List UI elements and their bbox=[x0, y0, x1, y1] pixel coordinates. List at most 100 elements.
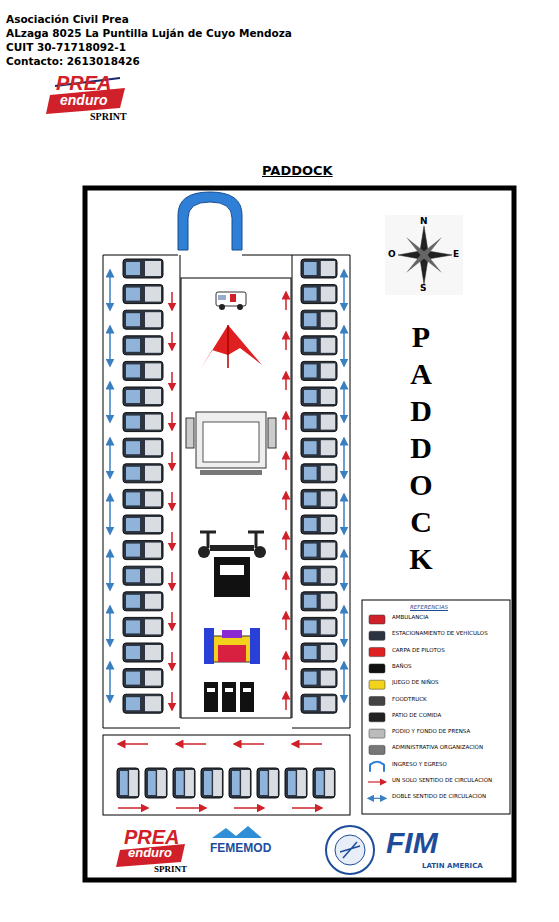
vehicle-roof bbox=[145, 440, 161, 455]
two-way-arrow bbox=[109, 326, 111, 366]
one-way-arrow bbox=[118, 743, 148, 745]
map-label: S bbox=[420, 283, 426, 293]
one-way-arrow bbox=[171, 532, 173, 550]
parking bbox=[117, 259, 337, 798]
legend-text: UN SOLO SENTIDO DE CIRCULACIÓN bbox=[392, 777, 506, 784]
one-way-arrow bbox=[285, 652, 287, 670]
vehicle bbox=[117, 768, 139, 798]
vehicle-window bbox=[126, 569, 140, 582]
vehicle-window bbox=[126, 620, 140, 633]
lanes bbox=[103, 255, 350, 815]
vehicle bbox=[145, 768, 167, 798]
compass-rose bbox=[385, 215, 463, 295]
vehicle-window bbox=[126, 672, 140, 685]
vehicle-window bbox=[304, 672, 317, 685]
vehicle-roof bbox=[321, 671, 335, 686]
legend-text: ESTACIONAMIENTO DE VEHÍCULOS bbox=[392, 630, 506, 637]
traffic-arrows bbox=[110, 270, 344, 808]
vehicle bbox=[285, 768, 307, 798]
vehicle-roof bbox=[185, 770, 194, 796]
one-way-arrow bbox=[285, 292, 287, 310]
vehicle-window bbox=[232, 771, 240, 795]
vehicle-roof bbox=[321, 491, 335, 506]
vehicle-window bbox=[288, 771, 296, 795]
vehicle-window bbox=[126, 416, 140, 429]
vehicle bbox=[301, 361, 337, 380]
vehicle-window bbox=[304, 364, 317, 377]
two-way-arrow bbox=[343, 326, 345, 366]
map-label: enduro bbox=[128, 846, 172, 861]
vehicle bbox=[123, 285, 163, 304]
vehicle-roof bbox=[321, 543, 335, 558]
ambulance-icon bbox=[216, 292, 246, 310]
vehicle-window bbox=[126, 467, 140, 480]
map-label: REFERENCIAS bbox=[410, 604, 448, 610]
vehicle bbox=[123, 310, 163, 329]
vehicle-roof bbox=[269, 770, 278, 796]
vehicle-roof bbox=[321, 338, 335, 353]
vehicle-window bbox=[126, 262, 140, 275]
vehicle-roof bbox=[241, 770, 250, 796]
vehicle-roof bbox=[297, 770, 306, 796]
vehicle bbox=[301, 592, 337, 611]
vehicle-window bbox=[126, 339, 140, 352]
vehicle-window bbox=[304, 416, 317, 429]
vehicle-roof bbox=[129, 770, 138, 796]
legend-sample bbox=[369, 615, 385, 624]
map-label: PADDOCK bbox=[406, 318, 436, 577]
vehicle bbox=[301, 489, 337, 508]
two-way-arrow bbox=[343, 382, 345, 422]
vehicle-window bbox=[304, 262, 317, 275]
vehicle-roof bbox=[321, 440, 335, 455]
map-label: SPRINT bbox=[154, 864, 187, 874]
one-way-arrow bbox=[171, 692, 173, 710]
map-label: O bbox=[388, 249, 396, 259]
vehicle-roof bbox=[325, 770, 334, 796]
one-way-arrow bbox=[292, 743, 322, 745]
legend-sample bbox=[369, 713, 385, 722]
vehicle bbox=[301, 694, 337, 713]
vehicle-roof bbox=[321, 594, 335, 609]
two-way-arrow bbox=[343, 550, 345, 590]
vehicle-window bbox=[148, 771, 156, 795]
two-way-arrow bbox=[109, 438, 111, 478]
entrance-arch bbox=[178, 192, 242, 250]
vehicle-window bbox=[304, 569, 317, 582]
map-label: FIM bbox=[386, 826, 438, 861]
one-way-arrow bbox=[292, 807, 322, 809]
one-way-arrow bbox=[285, 612, 287, 630]
frame bbox=[85, 188, 514, 880]
vehicle-window bbox=[304, 620, 317, 633]
toilets-icon bbox=[204, 682, 254, 712]
vehicle bbox=[173, 768, 195, 798]
vehicle-roof bbox=[145, 696, 161, 711]
vehicle-roof bbox=[321, 619, 335, 634]
legend-sample bbox=[369, 631, 385, 640]
vehicle bbox=[123, 566, 163, 585]
legend-box bbox=[362, 600, 510, 814]
food-patio-icon bbox=[198, 532, 266, 597]
map-label: N bbox=[420, 216, 428, 226]
one-way-arrow bbox=[171, 452, 173, 470]
vehicle-roof bbox=[145, 568, 161, 583]
vehicle bbox=[123, 694, 163, 713]
vehicle-roof bbox=[213, 770, 222, 796]
vehicle bbox=[123, 669, 163, 688]
vehicle bbox=[313, 768, 335, 798]
one-way-arrow bbox=[171, 292, 173, 310]
vehicle-roof bbox=[321, 696, 335, 711]
one-way-arrow bbox=[171, 612, 173, 630]
vehicle bbox=[123, 413, 163, 432]
vehicle bbox=[301, 566, 337, 585]
one-way-arrow bbox=[285, 492, 287, 510]
vehicle-window bbox=[304, 441, 317, 454]
two-way-arrow bbox=[109, 494, 111, 534]
two-way-arrow bbox=[343, 494, 345, 534]
legend-sample bbox=[368, 781, 386, 782]
vehicle-roof bbox=[145, 466, 161, 481]
vehicle-roof bbox=[145, 517, 161, 532]
vehicle bbox=[123, 387, 163, 406]
vehicle-window bbox=[260, 771, 268, 795]
vehicle-roof bbox=[145, 671, 161, 686]
legend-text: PODIO Y FONDO DE PRENSA bbox=[392, 728, 506, 735]
